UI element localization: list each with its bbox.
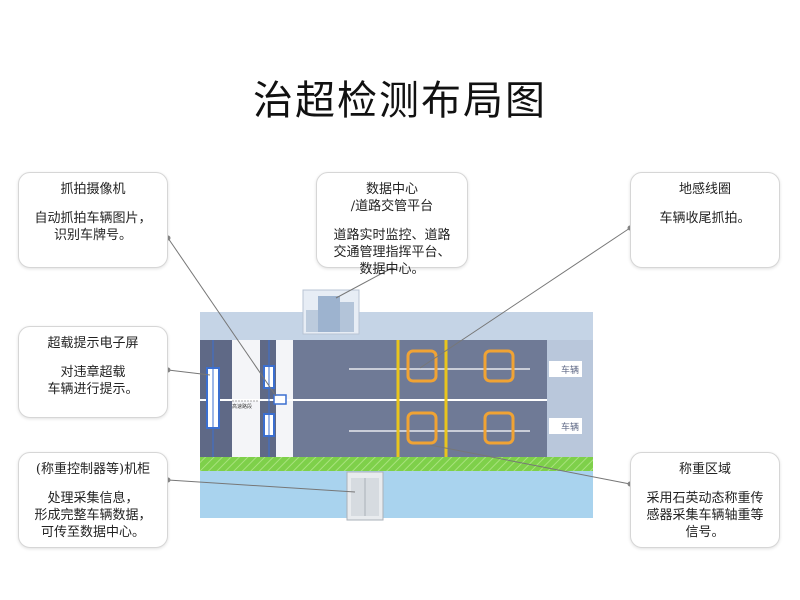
building-icon: [302, 289, 360, 335]
callout-coil-title: 地感线圈: [678, 182, 731, 197]
connector-cabinet: [167, 479, 356, 493]
connector-coil: [419, 227, 631, 369]
callout-data-center-title: 数据中心 /道路交管平台: [350, 182, 434, 214]
callout-weigh-text: 采用石英动态称重传 感器采集车辆轴重等 信号。: [646, 491, 764, 540]
coil-2: [483, 349, 515, 383]
callout-camera: 抓拍摄像机 自动抓拍车辆图片， 识别车牌号。: [18, 172, 168, 268]
direction-arrow-1: 车辆: [549, 361, 582, 377]
callout-screen: 超载提示电子屏 对违章超载 车辆进行提示。: [18, 326, 168, 418]
callout-screen-text: 对违章超载 车辆进行提示。: [47, 365, 139, 397]
callout-data-center-text: 道路实时监控、道路 交通管理指挥平台、 数据中心。: [333, 228, 451, 277]
top-bar: [0, 0, 800, 70]
connector-center: [335, 267, 393, 299]
callout-data-center: 数据中心 /道路交管平台 道路实时监控、道路 交通管理指挥平台、 数据中心。: [316, 172, 468, 277]
callout-coil: 地感线圈 车辆收尾抓拍。: [630, 172, 780, 268]
connector-weigh: [429, 444, 631, 485]
callout-camera-text: 自动抓拍车辆图片， 识别车牌号。: [34, 211, 152, 243]
callout-cabinet: (称重控制器等)机柜 处理采集信息， 形成完整车辆数据， 可传至数据中心。: [18, 452, 168, 548]
direction-arrow-2: 车辆: [549, 418, 582, 434]
coil-1: [406, 349, 438, 383]
camera-icon: [273, 394, 287, 405]
callout-camera-title: 抓拍摄像机: [60, 182, 126, 197]
callout-cabinet-title: (称重控制器等)机柜: [35, 462, 151, 477]
callout-coil-text: 车辆收尾抓拍。: [659, 211, 751, 226]
road-small-label: 高速路段: [232, 403, 252, 410]
page-title: 治超检测布局图: [253, 78, 547, 124]
upper-sidewalk: [200, 312, 593, 340]
lower-sidewalk: [200, 471, 593, 518]
callout-weigh: 称重区域 采用石英动态称重传 感器采集车辆轴重等 信号。: [630, 452, 780, 548]
svg-text:车辆: 车辆: [561, 364, 579, 376]
connector-screen: [167, 369, 211, 376]
callout-cabinet-text: 处理采集信息， 形成完整车辆数据， 可传至数据中心。: [34, 491, 152, 540]
connector-camera: [167, 237, 277, 397]
road-strip-right: [547, 340, 593, 457]
coil-4: [483, 411, 515, 445]
coil-3: [406, 411, 438, 445]
callout-weigh-title: 称重区域: [678, 462, 731, 477]
white-gap-1: [232, 340, 260, 457]
callout-screen-title: 超载提示电子屏: [47, 336, 139, 351]
cabinet-icon: [346, 471, 384, 521]
svg-text:车辆: 车辆: [561, 421, 579, 433]
